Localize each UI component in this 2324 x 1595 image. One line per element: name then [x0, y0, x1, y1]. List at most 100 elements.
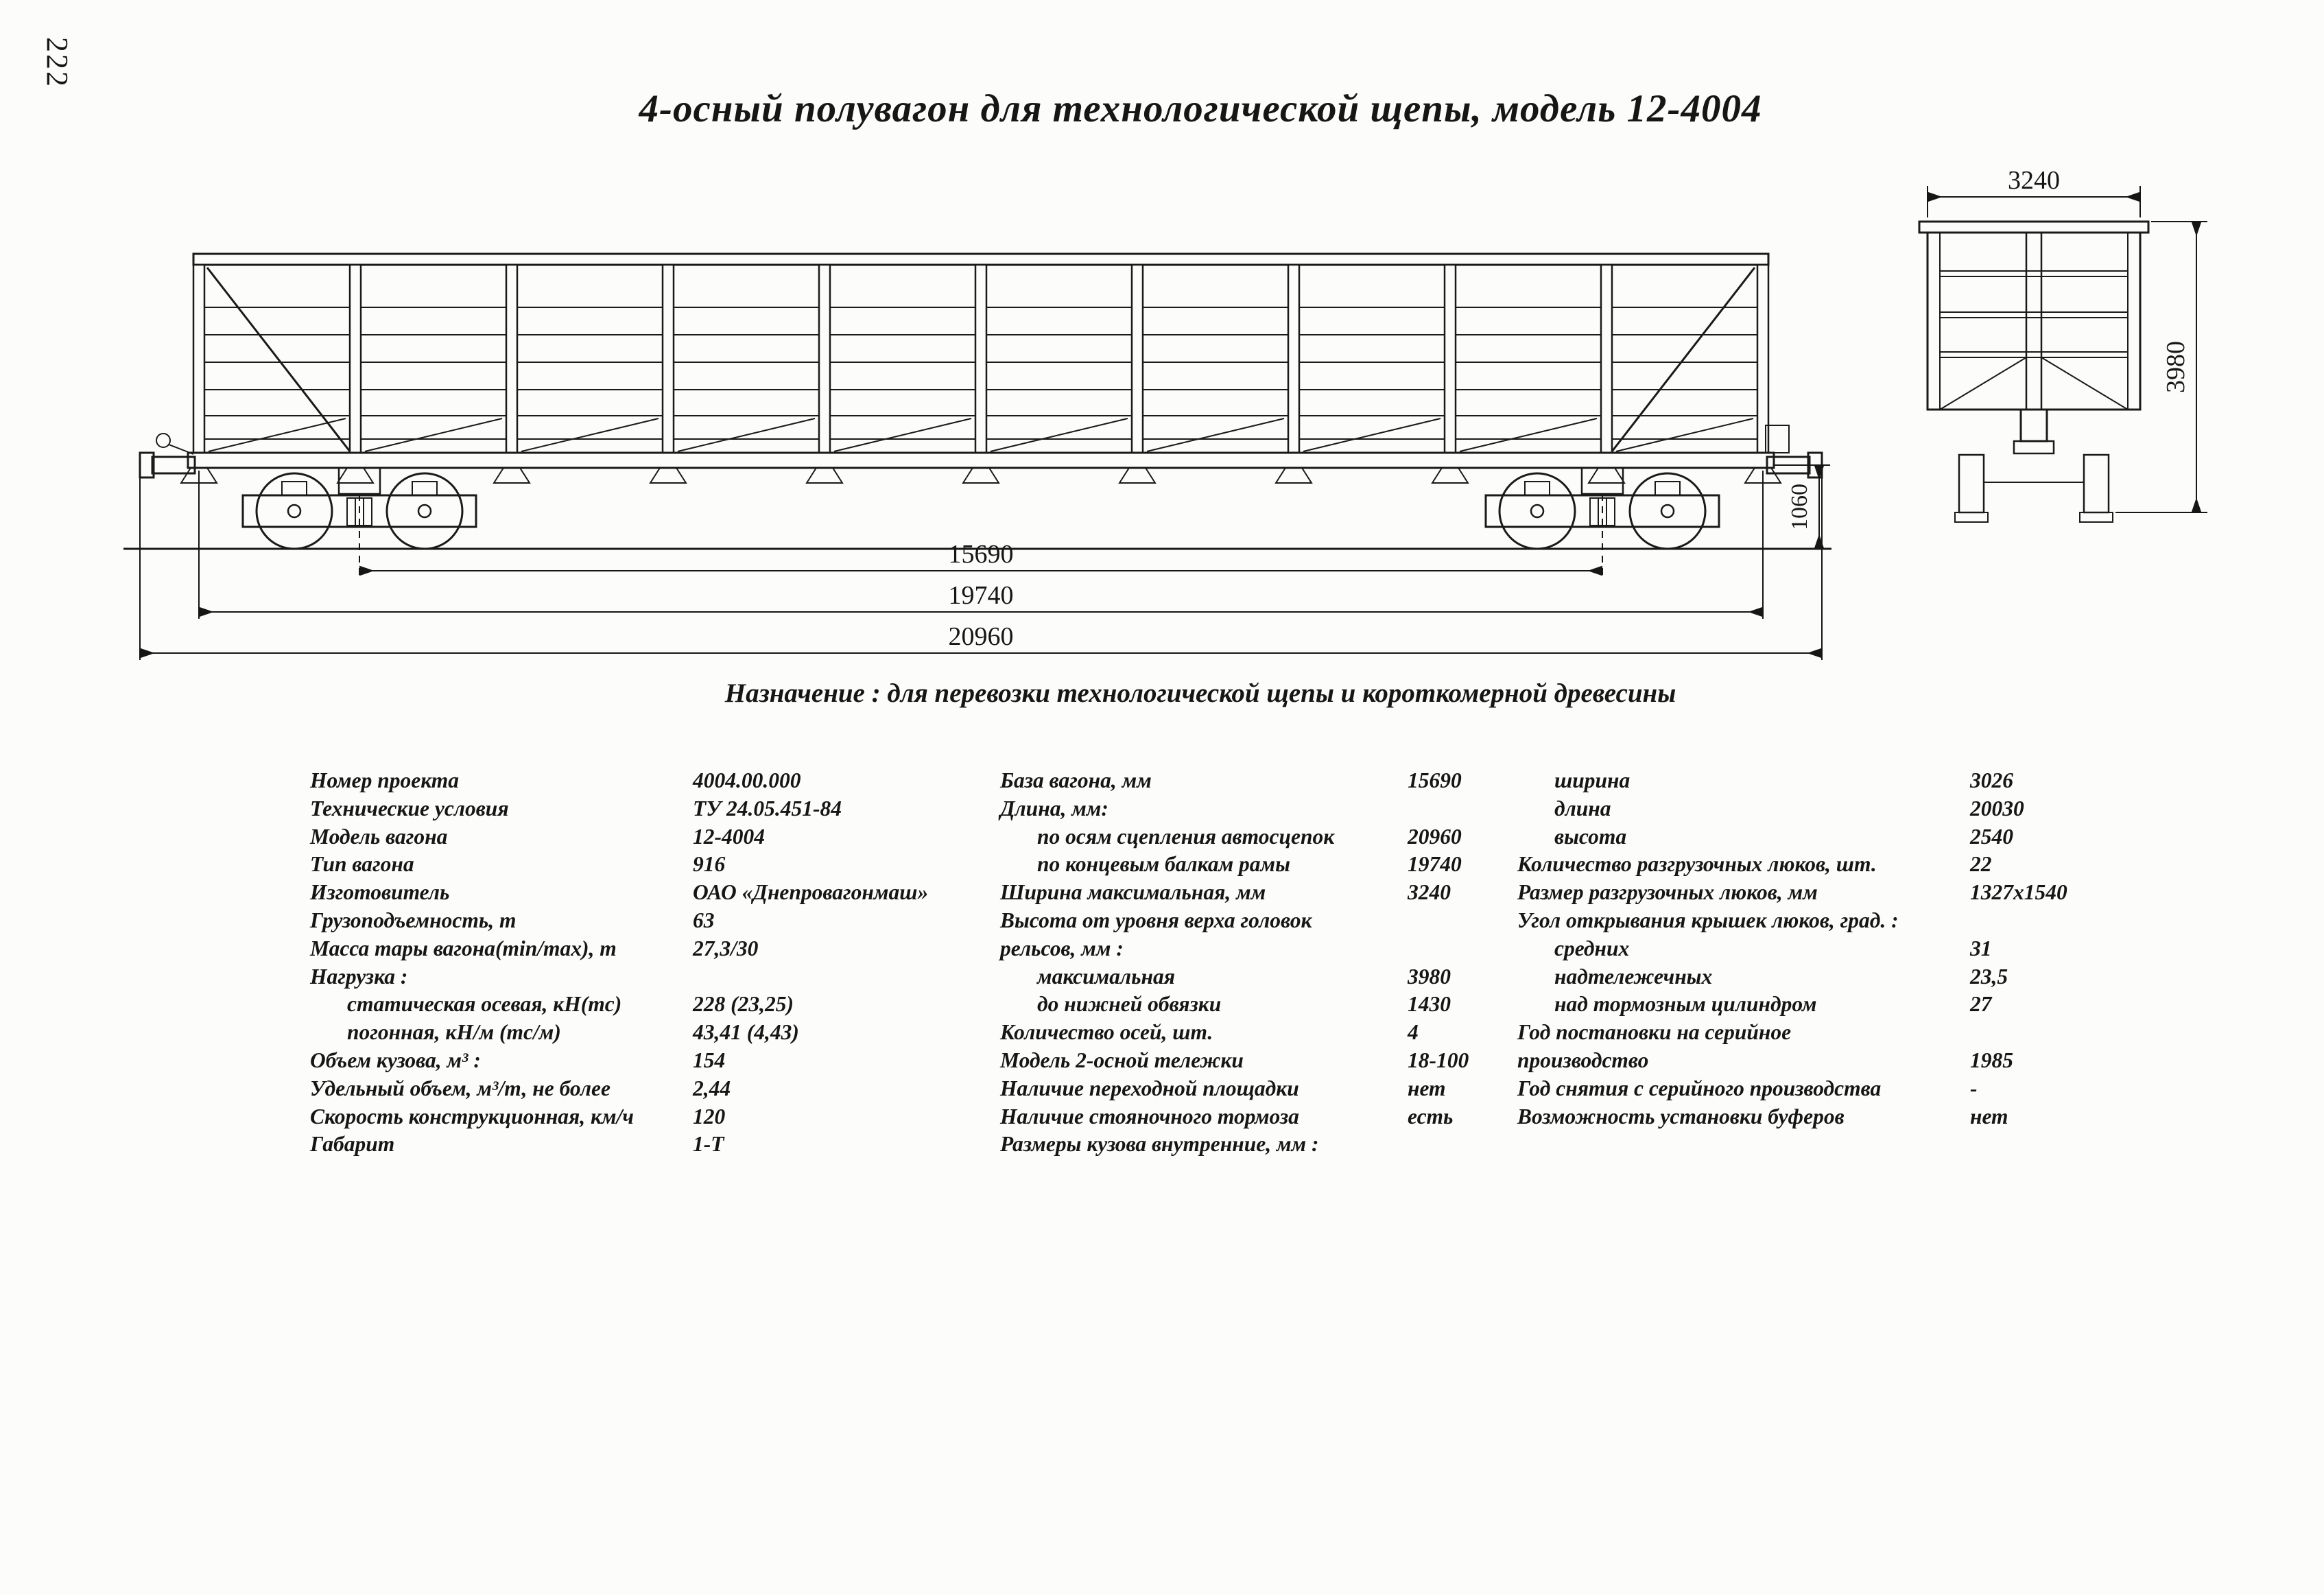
- spec-label: по концевым балкам рамы: [1037, 852, 1290, 877]
- spec-label: Год постановки на серийное: [1517, 1020, 1792, 1045]
- spec-column-1: Номер проекта 4004.00.000 Технические усл…: [310, 767, 1008, 1159]
- spec-value: 1-Т: [693, 1132, 724, 1157]
- spec-label: База вагона, мм: [1000, 768, 1152, 792]
- spec-label: средних: [1554, 936, 1630, 960]
- spec-label: максимальная: [1037, 964, 1175, 989]
- dimension-end-width: 3240: [1927, 168, 2141, 217]
- spec-value: 12-4004: [693, 824, 765, 849]
- spec-value: 19740: [1408, 852, 1462, 877]
- spec-label: Ширина максимальная, мм: [1000, 880, 1266, 905]
- spec-label: Количество разгрузочных люков, шт.: [1517, 852, 1877, 877]
- spec-value: есть: [1408, 1104, 1454, 1129]
- dimension-end-height: 3980: [2115, 221, 2207, 513]
- spec-label: Длина, мм:: [1000, 796, 1108, 820]
- spec-label: Возможность установки буферов: [1517, 1104, 1845, 1129]
- spec-value: 1430: [1408, 992, 1451, 1017]
- spec-label: Количество осей, шт.: [1000, 1020, 1213, 1045]
- page-title: 4-осный полувагон для технологической ще…: [639, 87, 1762, 130]
- spec-label: Размер разгрузочных люков, мм: [1517, 880, 1818, 905]
- spec-label: Модель 2-осной тележки: [1000, 1048, 1244, 1072]
- purpose-text: Назначение : для перевозки технологическ…: [724, 678, 1676, 708]
- page-number: 222: [40, 37, 74, 88]
- dimension-base: 15690: [359, 494, 1603, 578]
- dimension-floor-height: 1060: [1774, 464, 1830, 549]
- spec-label: Изготовитель: [310, 880, 450, 905]
- spec-label: Размеры кузова внутренние, мм :: [1000, 1132, 1319, 1157]
- spec-value: 43,41 (4,43): [693, 1020, 799, 1045]
- spec-value: 228 (23,25): [693, 992, 794, 1017]
- svg-text:20960: 20960: [949, 622, 1014, 651]
- spec-value: 916: [693, 852, 726, 877]
- spec-value: [1970, 1019, 2299, 1047]
- spec-value: 27: [1970, 992, 1992, 1017]
- end-running-gear: [1954, 408, 2113, 523]
- spec-label: Наличие стояночного тормоза: [1000, 1104, 1299, 1129]
- spec-label: Номер проекта: [310, 768, 460, 792]
- svg-text:3240: 3240: [2008, 168, 2060, 195]
- spec-label: длина: [1554, 796, 1611, 820]
- spec-label: Год снятия с серийного производства: [1517, 1076, 1882, 1100]
- spec-value: 120: [693, 1104, 726, 1129]
- spec-label: Модель вагона: [310, 824, 448, 849]
- spec-label: Удельный объем, м³/т, не более: [310, 1076, 610, 1100]
- spec-value: 27,3/30: [693, 936, 759, 960]
- spec-label: ширина: [1554, 768, 1631, 792]
- spec-label: Габарит: [310, 1132, 395, 1157]
- spec-label: до нижней обвязки: [1037, 992, 1222, 1017]
- spec-label: статическая осевая, кН(тс): [347, 992, 622, 1017]
- spec-value: 63: [693, 908, 715, 932]
- spec-label: Тип вагона: [310, 852, 414, 877]
- spec-label: Скорость конструкционная, км/ч: [310, 1104, 634, 1129]
- spec-value: 154: [693, 1048, 726, 1072]
- spec-label: Технические условия: [310, 796, 509, 820]
- spec-value: 4: [1408, 1020, 1419, 1045]
- spec-value: 3240: [1408, 880, 1451, 905]
- spec-label: Угол открывания крышек люков, град. :: [1517, 908, 1899, 932]
- spec-label: производство: [1517, 1048, 1649, 1072]
- spec-value: 3026: [1970, 768, 2013, 792]
- svg-text:1060: 1060: [1787, 484, 1812, 530]
- svg-text:19740: 19740: [949, 581, 1014, 610]
- spec-value: 31: [1970, 936, 1992, 960]
- spec-value: 1985: [1970, 1048, 2013, 1072]
- spec-value: 1327x1540: [1970, 880, 2067, 905]
- spec-value: нет: [1970, 1104, 2008, 1129]
- spec-value: 4004.00.000: [693, 768, 801, 792]
- spec-label: Нагрузка :: [310, 964, 408, 989]
- spec-label: Масса тары вагона(min/max), т: [310, 936, 617, 960]
- spec-value: [1408, 1131, 1661, 1159]
- spec-value: -: [1970, 1076, 1978, 1100]
- spec-value: 20960: [1408, 824, 1462, 849]
- spec-label: над тормозным цилиндром: [1554, 992, 1817, 1017]
- end-body: [1918, 220, 2150, 411]
- spec-value: 18-100: [1408, 1048, 1469, 1072]
- spec-value: 2,44: [693, 1076, 731, 1100]
- side-view-drawing: 15690 19740 20960 1060: [123, 252, 1831, 660]
- dimension-coupler-length: 20960: [139, 460, 1823, 660]
- spec-value: 22: [1970, 852, 1992, 877]
- spec-label: рельсов, мм :: [1000, 936, 1124, 960]
- dimension-frame-length: 19740: [198, 471, 1764, 619]
- spec-value: 23,5: [1970, 964, 2008, 989]
- spec-label: Высота от уровня верха головок: [1000, 908, 1312, 932]
- spec-value: нет: [1408, 1076, 1446, 1100]
- spec-label: высота: [1554, 824, 1627, 849]
- spec-value: [693, 963, 1008, 991]
- spec-value: ОАО «Днепровагонмаш»: [693, 880, 929, 905]
- spec-label: по осям сцепления автосцепок: [1037, 824, 1335, 849]
- spec-value: ТУ 24.05.451-84: [693, 796, 842, 820]
- spec-label: Грузоподъемность, т: [310, 908, 517, 932]
- spec-value: 20030: [1970, 796, 2024, 820]
- spec-value: 2540: [1970, 824, 2013, 849]
- coupler-right: [1765, 425, 1823, 479]
- spec-label: Объем кузова, м³ :: [310, 1048, 481, 1072]
- spec-value: [1970, 907, 2299, 935]
- stanchions: [192, 263, 1770, 454]
- spec-label: Наличие переходной площадки: [1000, 1076, 1299, 1100]
- svg-text:15690: 15690: [949, 540, 1014, 569]
- end-view-drawing: 3240 3980: [1918, 168, 2207, 523]
- underframe: [180, 451, 1782, 484]
- svg-text:3980: 3980: [2161, 341, 2190, 393]
